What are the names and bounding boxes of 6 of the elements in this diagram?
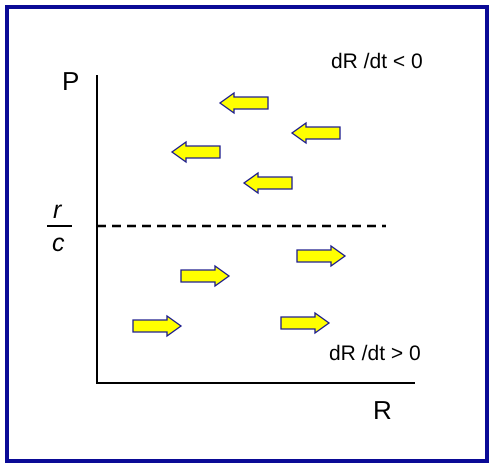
region-label: dR /dt > 0 [329, 343, 421, 364]
axis-label: R [373, 397, 392, 423]
fraction-numerator: r [53, 198, 62, 223]
region-label: dR /dt < 0 [331, 51, 423, 72]
fraction-denominator: c [52, 231, 64, 256]
axis-label: P [62, 68, 80, 94]
